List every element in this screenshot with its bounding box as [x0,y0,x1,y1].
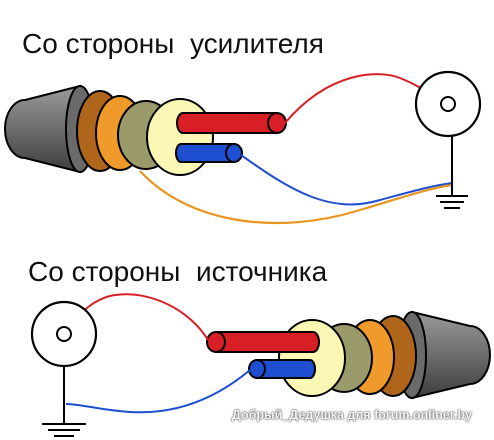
bottom-blue-conductor-tip [248,359,266,379]
watermark-text: Добрый_Дедушка для forum.onliner.by [231,408,472,422]
top-caption: Со стороны усилителя [22,28,324,59]
top-red-conductor [176,112,278,134]
bottom-ground-symbol-icon [42,423,86,437]
bottom-blue-wire [65,369,251,414]
top-rca-connector [414,70,482,209]
bottom-cable-jacket [411,310,491,400]
bottom-rca-connector [30,300,98,437]
top-blue-conductor [175,143,235,163]
top-connector-center-pin [440,96,456,112]
bottom-caption: Со стороны источника [28,256,328,287]
top-orange-wire [139,170,453,225]
top-ground-symbol-icon [436,195,468,209]
bottom-red-conductor-tip [206,331,226,353]
top-blue-conductor-tip [225,143,243,163]
bottom-cable [206,310,491,400]
bottom-red-conductor [217,331,320,353]
bottom-blue-conductor [257,359,316,379]
top-blue-wire [240,154,453,206]
top-cable-insulator [146,98,214,176]
bottom-connector-center-pin [56,326,72,342]
top-cable-jacket [4,84,81,174]
top-cable [4,84,287,176]
top-red-conductor-tip [267,112,287,134]
